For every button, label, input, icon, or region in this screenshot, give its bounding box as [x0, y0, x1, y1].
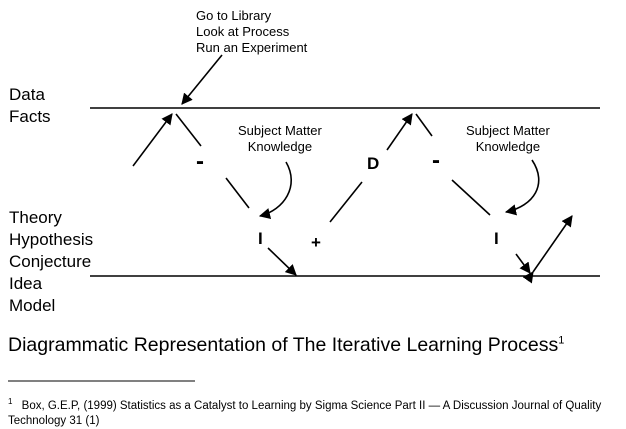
induction-up-arrow-1	[132, 113, 173, 167]
symbol-d: D	[367, 154, 380, 173]
smk-left-line-1: Subject Matter	[238, 123, 322, 138]
label-facts: Facts	[9, 107, 51, 126]
label-theory: Theory	[9, 208, 62, 227]
note-pointer-arrow	[181, 54, 223, 105]
label-idea: Idea	[9, 274, 43, 293]
deduction-down-segment-2	[225, 177, 250, 209]
smk-right-line-2: Knowledge	[475, 139, 541, 154]
symbol-plus: +	[311, 233, 321, 252]
footnote-ref: 1	[8, 397, 13, 406]
deduction-down-arrow-2	[515, 253, 531, 274]
deduction-down-segment-3	[415, 113, 433, 137]
deduction-down-segment-4	[451, 179, 491, 216]
top-note: Go to Library Look at Process Run an Exp…	[196, 8, 307, 56]
next-cycle-arrow	[522, 215, 573, 284]
symbol-minus-right: -	[432, 147, 440, 174]
top-note-line-3: Run an Experiment	[196, 40, 308, 55]
caption-text: Diagrammatic Representation of The Itera…	[8, 334, 559, 356]
label-data: Data	[9, 85, 45, 104]
deduction-down-segment-1	[175, 113, 202, 147]
induction-up-arrow-2	[386, 113, 413, 151]
diagram-caption: Diagrammatic Representation of The Itera…	[8, 334, 564, 356]
deduction-down-arrow-1	[267, 247, 297, 276]
symbol-i-right: I	[494, 229, 499, 248]
top-note-line-2: Look at Process	[196, 24, 290, 39]
smk-label-right: Subject Matter Knowledge	[466, 123, 550, 155]
label-model: Model	[9, 296, 56, 315]
data-facts-labels: Data Facts	[9, 84, 51, 128]
smk-label-left: Subject Matter Knowledge	[238, 123, 322, 155]
smk-curve-arrow-right	[504, 159, 540, 216]
footnote: 1 Box, G.E.P, (1999) Statistics as a Cat…	[8, 394, 620, 429]
footnote-text: Box, G.E.P, (1999) Statistics as a Catal…	[8, 399, 602, 427]
symbol-i-left: I	[258, 229, 263, 248]
theory-labels: Theory Hypothesis Conjecture Idea Model	[9, 207, 93, 317]
caption-ref: 1	[558, 334, 565, 347]
top-note-line-1: Go to Library	[196, 8, 272, 23]
smk-right-line-1: Subject Matter	[466, 123, 550, 138]
smk-left-line-2: Knowledge	[247, 139, 313, 154]
smk-curve-arrow-left	[258, 161, 292, 219]
symbol-minus-left: -	[196, 148, 204, 175]
label-hypothesis: Hypothesis	[9, 230, 94, 249]
label-conjecture: Conjecture	[9, 252, 92, 271]
induction-up-segment-2	[329, 181, 363, 223]
